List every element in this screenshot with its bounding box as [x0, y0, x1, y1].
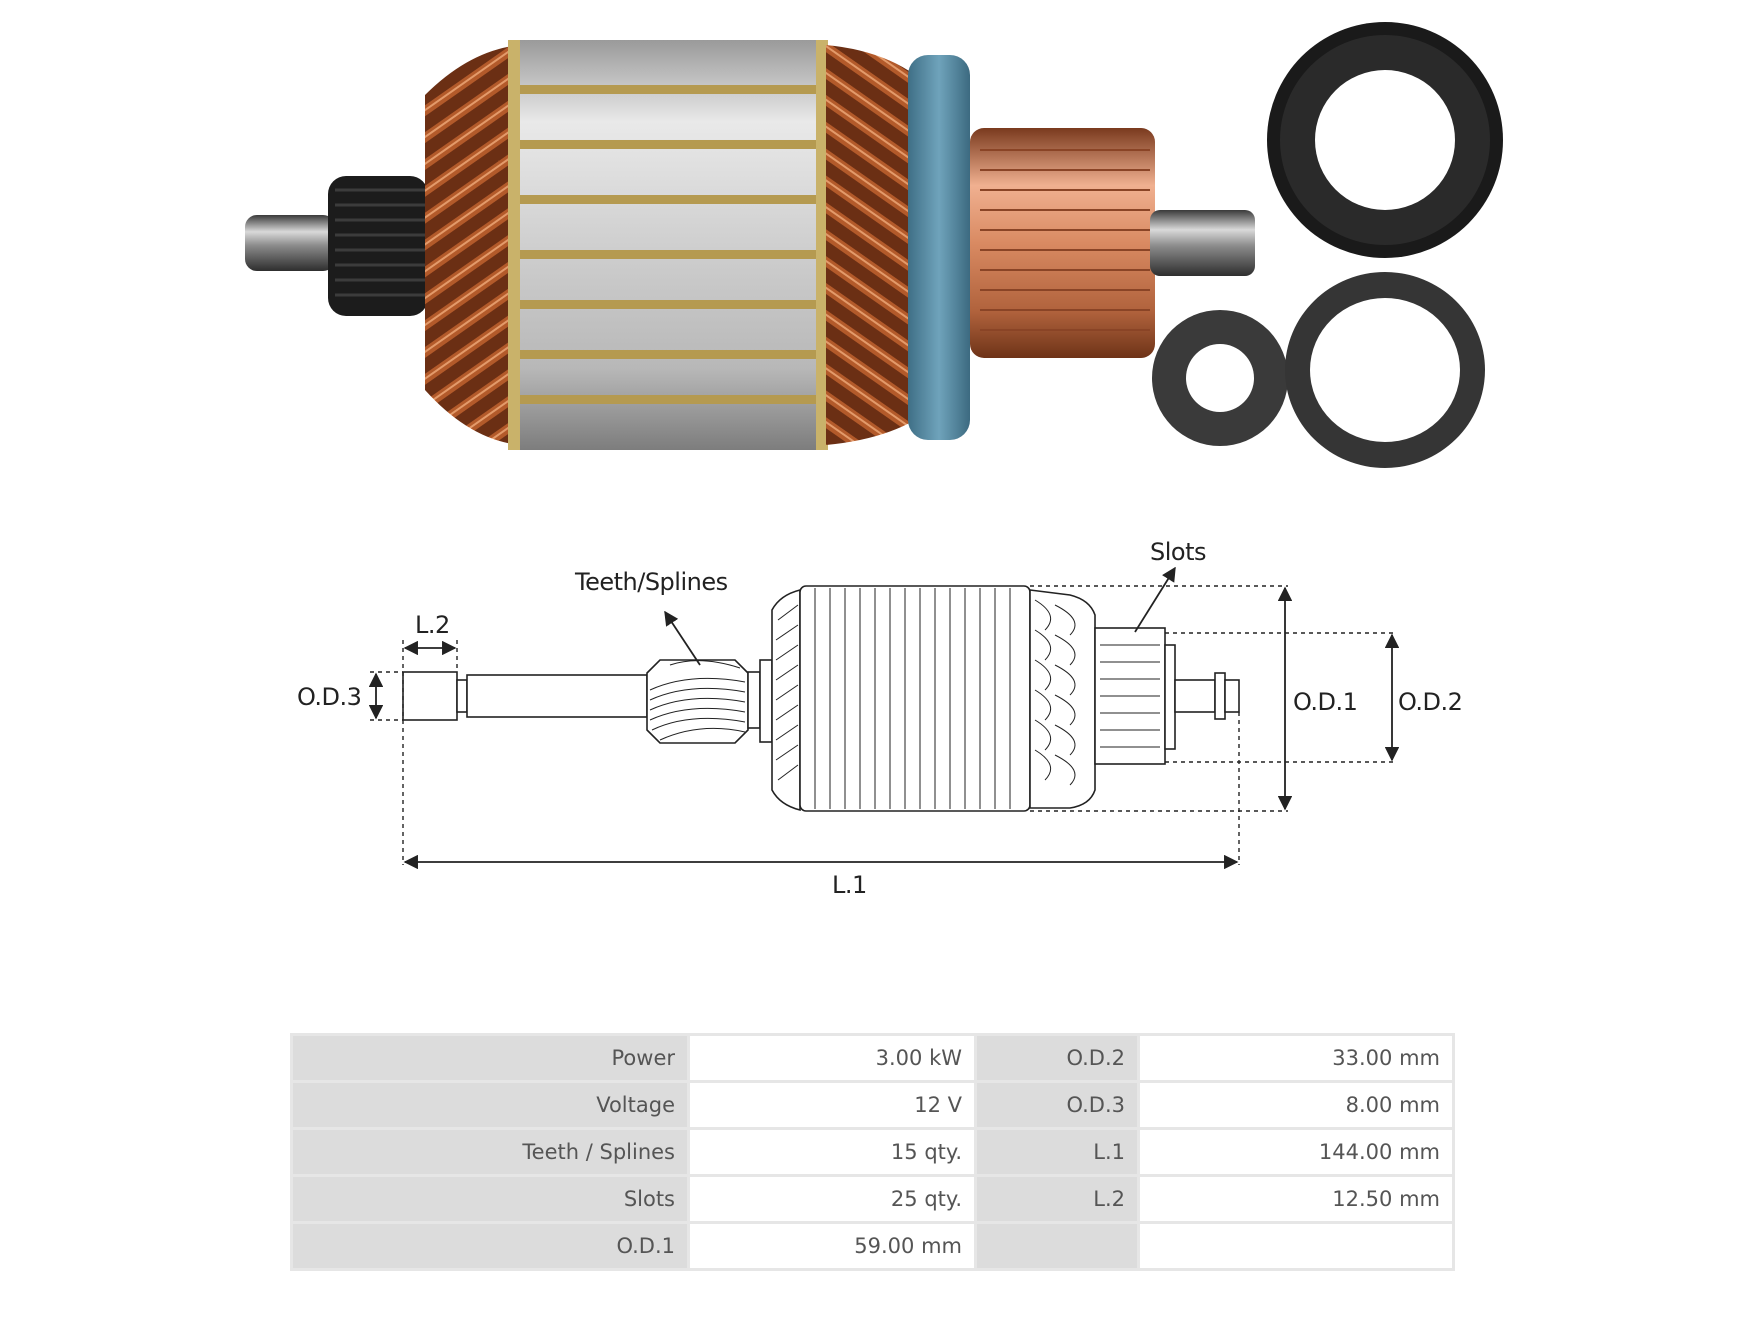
table-row: Power 3.00 kW O.D.2 33.00 mm: [293, 1036, 1452, 1080]
dimension-drawing: Teeth/Splines Slots L.2 O.D.3 O.D.1 O.D.…: [297, 538, 1463, 899]
laminated-core: [508, 40, 828, 450]
label-slots: Slots: [1150, 538, 1206, 566]
spec-key: O.D.1: [293, 1224, 687, 1268]
spec-key: Teeth / Splines: [293, 1130, 687, 1174]
slots-leader: [1134, 566, 1176, 633]
spec-value: [1140, 1224, 1452, 1268]
spec-value: 15 qty.: [690, 1130, 974, 1174]
spec-value: 59.00 mm: [690, 1224, 974, 1268]
spec-value: 12 V: [690, 1083, 974, 1127]
spec-value: 8.00 mm: [1140, 1083, 1452, 1127]
spec-value: 3.00 kW: [690, 1036, 974, 1080]
spec-table: Power 3.00 kW O.D.2 33.00 mm Voltage 12 …: [290, 1033, 1455, 1271]
spec-key: Slots: [293, 1177, 687, 1221]
label-od1: O.D.1: [1293, 688, 1357, 716]
table-row: Slots 25 qty. L.2 12.50 mm: [293, 1177, 1452, 1221]
spec-key: Power: [293, 1036, 687, 1080]
drawing-pinion: [646, 659, 749, 744]
spec-value: 12.50 mm: [1140, 1177, 1452, 1221]
commutator: [970, 128, 1155, 358]
label-od2: O.D.2: [1398, 688, 1462, 716]
label-l1: L.1: [832, 871, 867, 899]
shaft-left: [245, 215, 335, 271]
washer-large: [1285, 272, 1485, 468]
spec-key: [977, 1224, 1137, 1268]
winding-right: [826, 45, 915, 445]
winding-left: [425, 45, 520, 445]
table-row: Voltage 12 V O.D.3 8.00 mm: [293, 1083, 1452, 1127]
drawing-shaft-right: [1174, 679, 1216, 713]
table-row: Teeth / Splines 15 qty. L.1 144.00 mm: [293, 1130, 1452, 1174]
drawing-shaft: [466, 674, 648, 718]
spec-value: 33.00 mm: [1140, 1036, 1452, 1080]
drawing-winding-left: [771, 588, 801, 812]
label-od3: O.D.3: [297, 683, 361, 711]
insulating-band: [908, 55, 970, 440]
spec-key: O.D.2: [977, 1036, 1137, 1080]
spec-key: L.2: [977, 1177, 1137, 1221]
spec-key: Voltage: [293, 1083, 687, 1127]
label-teeth-splines: Teeth/Splines: [574, 568, 728, 596]
label-l2: L.2: [415, 611, 450, 639]
table-row: O.D.1 59.00 mm: [293, 1224, 1452, 1268]
teeth-leader: [664, 610, 701, 666]
spec-value: 144.00 mm: [1140, 1130, 1452, 1174]
pinion-gear: [328, 176, 428, 316]
spec-key: L.1: [977, 1130, 1137, 1174]
drawing-shaft-end: [402, 671, 458, 721]
spec-value: 25 qty.: [690, 1177, 974, 1221]
washer-small: [1152, 310, 1288, 446]
spec-key: O.D.3: [977, 1083, 1137, 1127]
seal-ring: [1267, 22, 1503, 258]
armature-photo: [245, 22, 1503, 468]
shaft-right: [1150, 210, 1255, 276]
